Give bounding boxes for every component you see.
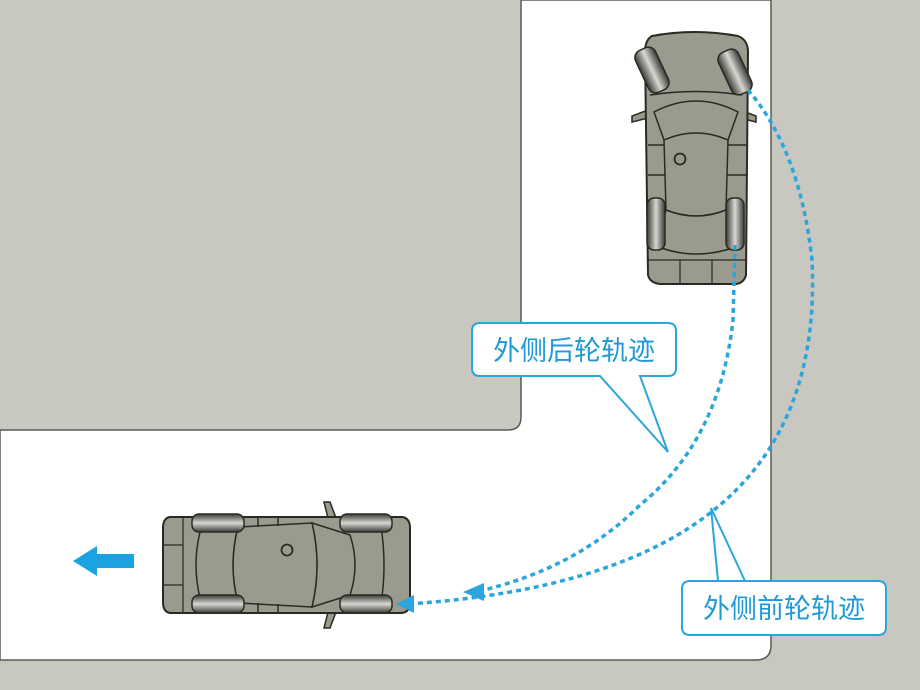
front-wheel-track-line xyxy=(407,88,815,606)
front-wheel-track-label: 外侧前轮轨迹 xyxy=(703,594,865,625)
arrow-left-icon xyxy=(73,546,134,576)
front-track-arrowhead xyxy=(396,595,414,613)
car-top xyxy=(631,31,757,285)
rear-track-arrowhead xyxy=(463,583,484,601)
front-wheel-track-callout: 外侧前轮轨迹 xyxy=(681,507,887,636)
road xyxy=(0,0,772,661)
rear-wheel-track-callout: 外侧后轮轨迹 xyxy=(471,322,677,453)
rear-wheel-track-label: 外侧后轮轨迹 xyxy=(493,336,655,367)
car-bottom xyxy=(162,501,411,629)
